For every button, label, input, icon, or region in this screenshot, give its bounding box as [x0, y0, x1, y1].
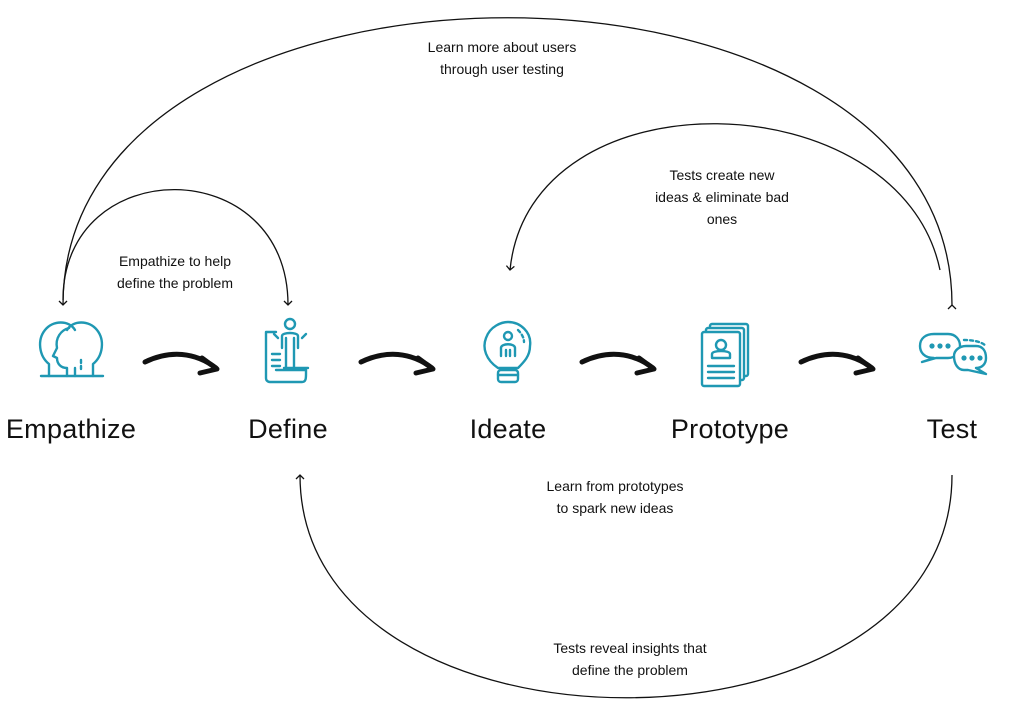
- flow-arrow-2: [358, 351, 436, 376]
- note-line: define the problem: [117, 275, 233, 291]
- note-line: Empathize to help: [118, 253, 232, 269]
- loop-note-tests-define: Tests reveal insights that define the pr…: [553, 637, 706, 681]
- stage-label-define: Define: [248, 414, 328, 444]
- loop-note-empathize-define: Empathize to help define the problem: [117, 250, 233, 294]
- loop-note-learn-users: Learn more about users through user test…: [428, 36, 577, 80]
- flow-arrow-4: [798, 351, 876, 376]
- note-line: define the problem: [572, 662, 688, 678]
- person-on-document-icon: [248, 312, 328, 392]
- lightbulb-person-icon: [468, 312, 548, 392]
- note-line: to spark new ideas: [556, 500, 674, 516]
- loop-arc-empathize-to-define: [62, 189, 293, 306]
- two-heads-icon: [31, 312, 111, 392]
- stage-label-empathize: Empathize: [5, 414, 137, 444]
- note-line: Learn from prototypes: [546, 478, 684, 494]
- note-line: ideas & eliminate bad: [655, 189, 789, 205]
- note-line: Learn more about users: [427, 39, 577, 55]
- note-line: through user testing: [440, 61, 564, 77]
- loop-arc-test-to-ideate: [505, 123, 941, 271]
- flow-arrow-1: [142, 351, 220, 376]
- loop-arc-test-to-empathize: [58, 17, 957, 310]
- note-line: ones: [706, 211, 738, 227]
- note-line: Tests create new: [669, 167, 775, 183]
- stage-label-ideate: Ideate: [469, 414, 547, 444]
- loop-note-prototypes: Learn from prototypes to spark new ideas: [547, 475, 684, 519]
- stage-label-test: Test: [926, 414, 978, 444]
- loop-arc-test-to-define: [295, 474, 953, 699]
- flow-arrow-3: [579, 351, 657, 376]
- loop-note-tests-ideas: Tests create new ideas & eliminate bad o…: [655, 164, 789, 230]
- note-line: Tests reveal insights that: [553, 640, 707, 656]
- stage-label-prototype: Prototype: [670, 414, 790, 444]
- chat-bubbles-icon: [912, 312, 992, 392]
- profile-cards-icon: [688, 314, 768, 394]
